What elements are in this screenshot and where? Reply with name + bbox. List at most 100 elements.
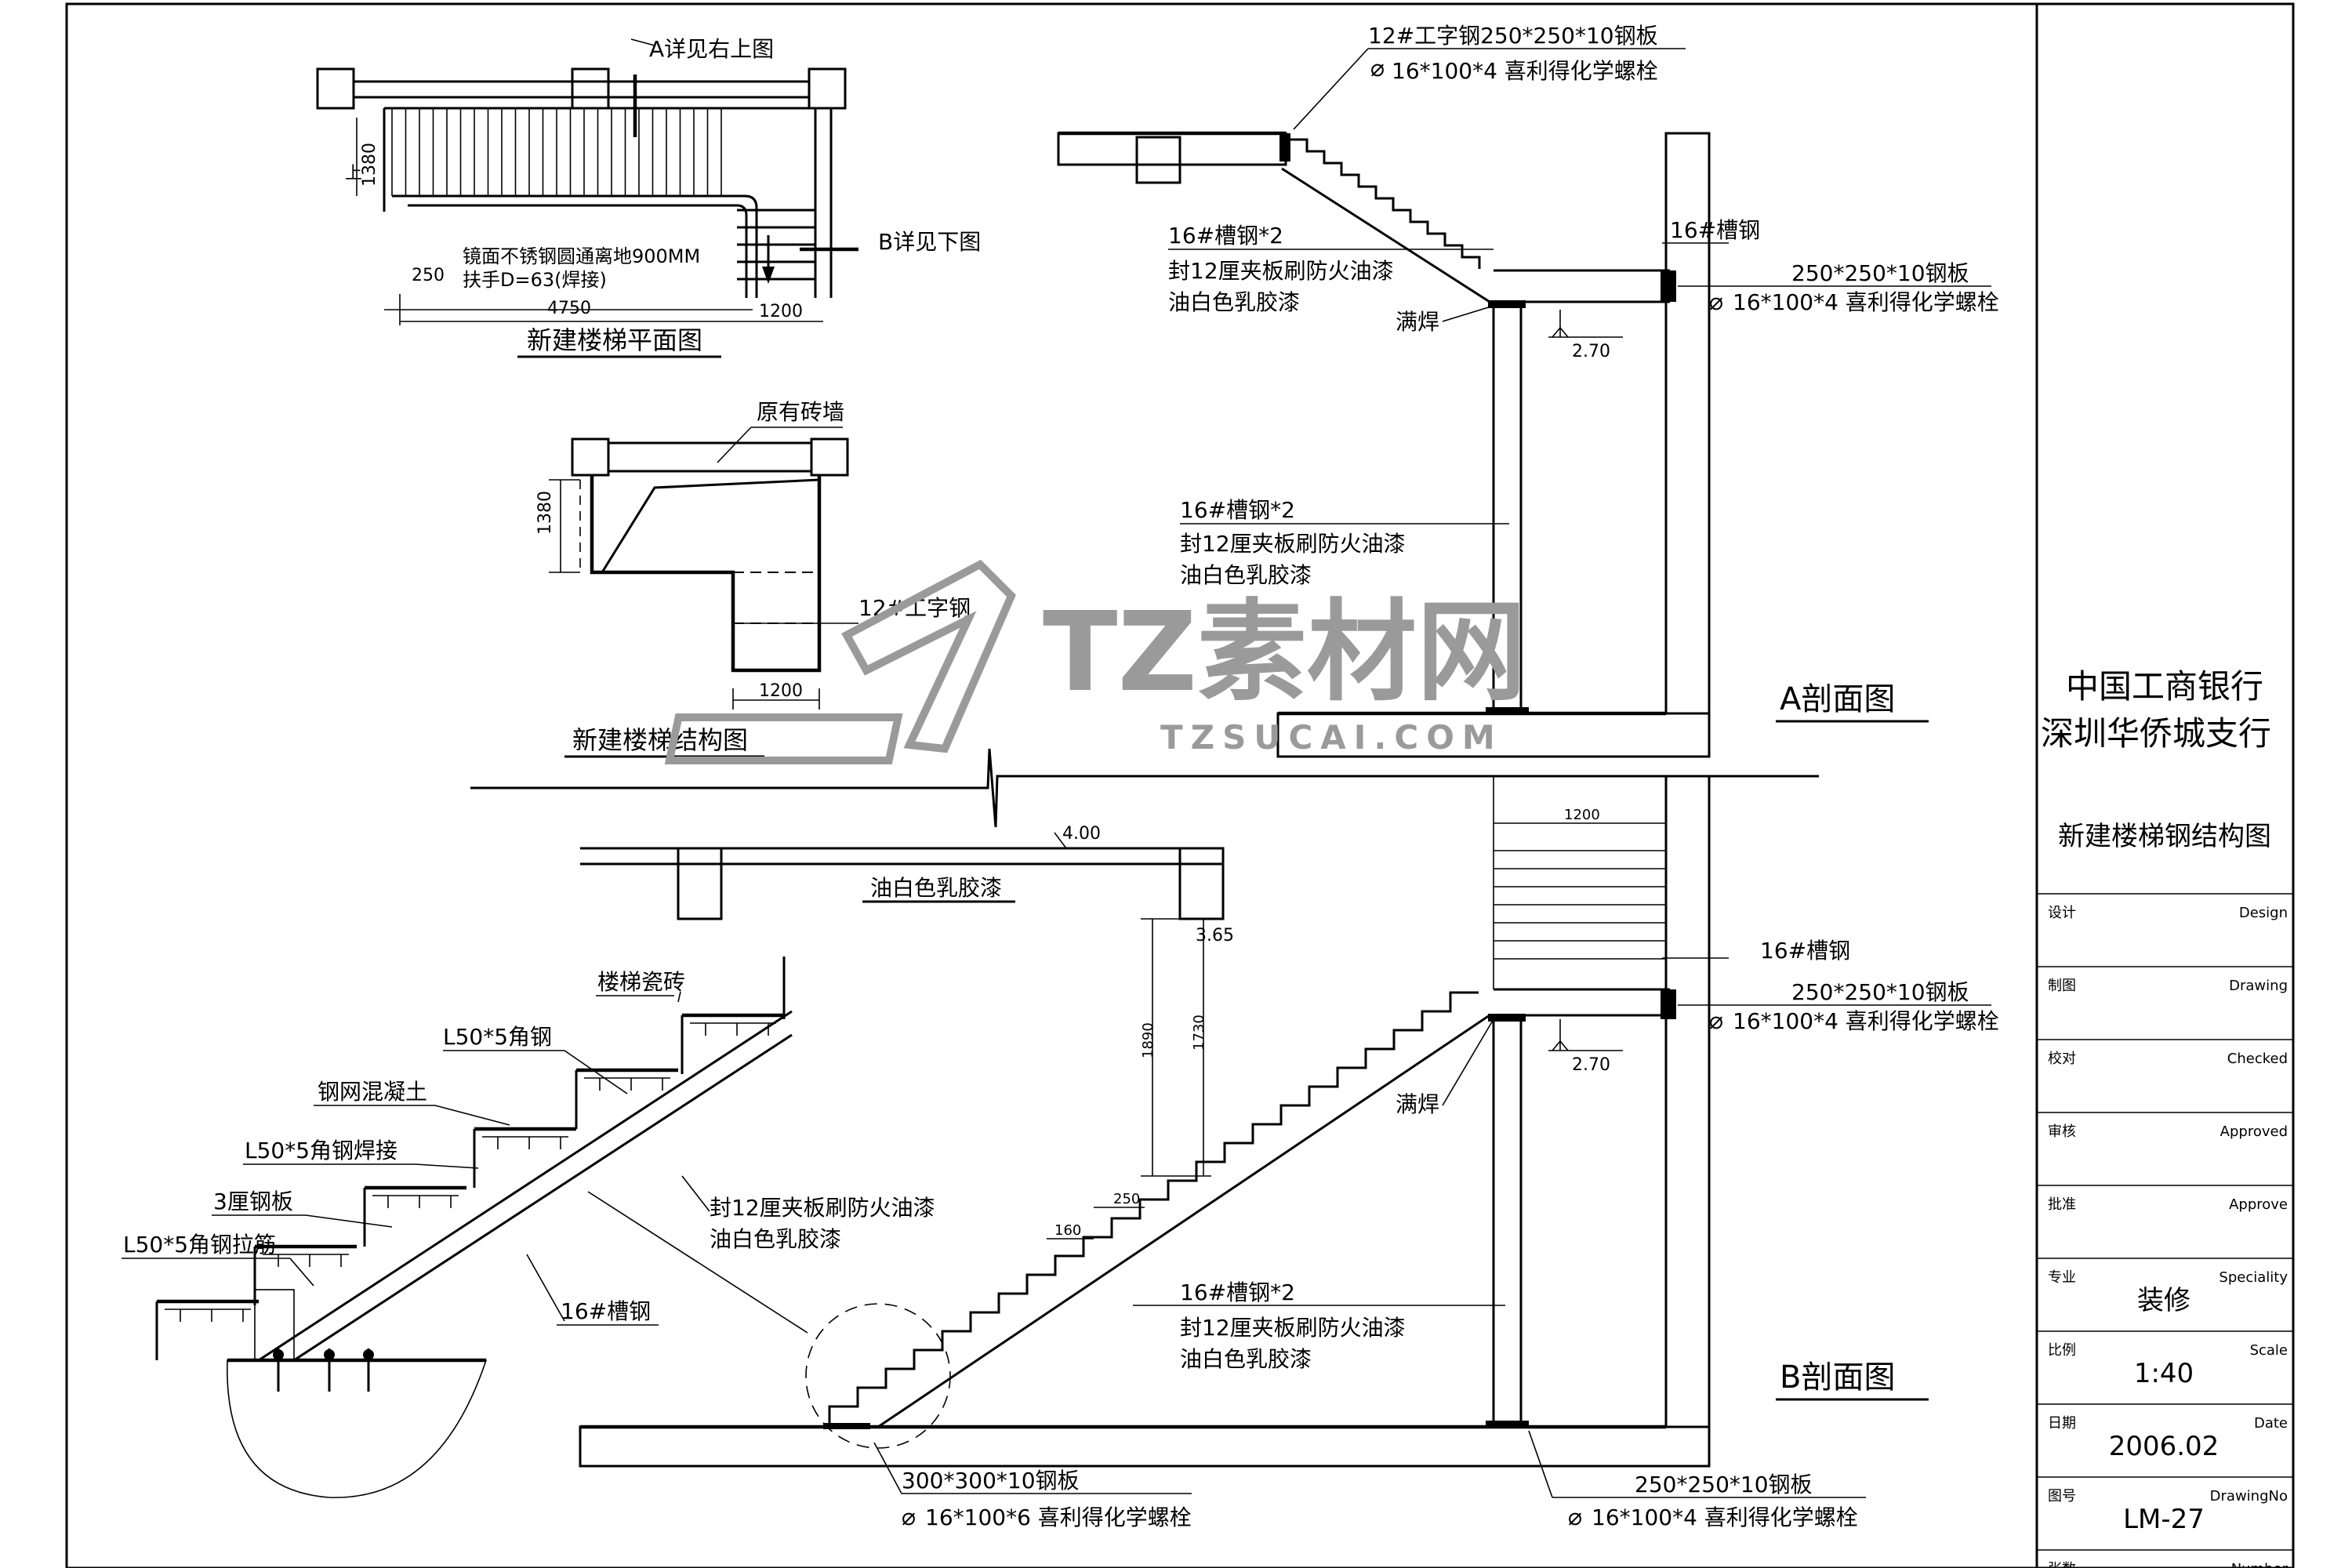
b-bottom-bolt: 16*100*6 喜利得化学螺栓 bbox=[925, 1504, 1192, 1530]
detail-angle-tie: L50*5角钢拉筋 bbox=[123, 1232, 276, 1258]
title-row-cn-8: 图号 bbox=[2048, 1488, 2076, 1504]
title-row-cn-2: 校对 bbox=[2048, 1051, 2076, 1067]
title-row-value-5: 装修 bbox=[2137, 1285, 2190, 1316]
a-bolt-diameter: ⌀ bbox=[1709, 289, 1723, 316]
structure-title: 新建楼梯结构图 bbox=[572, 725, 748, 755]
b-elev-top: 4.00 bbox=[1062, 824, 1101, 844]
step-detail-view: 楼梯瓷砖 L50*5角钢 钢网混凝土 L50*5角钢焊接 3厘钢板 L50*5角… bbox=[122, 956, 935, 1498]
a-top-line2: 16*100*4 喜利得化学螺栓 bbox=[1392, 58, 1658, 84]
title-row-cn-5: 专业 bbox=[2048, 1269, 2076, 1286]
b-dim-1200: 1200 bbox=[1564, 807, 1600, 823]
b-dim-160: 160 bbox=[1054, 1222, 1081, 1239]
b-bottom-plate: 300*300*10钢板 bbox=[902, 1468, 1080, 1494]
a-bolt: 16*100*4 喜利得化学螺栓 bbox=[1733, 289, 1999, 315]
b-bottom-r-diameter: ⌀ bbox=[1568, 1504, 1582, 1531]
title-row-en-0: Design bbox=[2239, 905, 2288, 921]
b-bottom-bolt-r: 16*100*4 喜利得化学螺栓 bbox=[1592, 1504, 1858, 1530]
detail-angle1: L50*5角钢 bbox=[443, 1024, 552, 1050]
title-row-cn-7: 日期 bbox=[2048, 1415, 2076, 1432]
plan-dim-1200: 1200 bbox=[759, 302, 803, 321]
a-weld: 满焊 bbox=[1396, 309, 1439, 335]
title-row-en-8: DrawingNo bbox=[2210, 1488, 2288, 1504]
detail-plate3: 3厘钢板 bbox=[213, 1189, 293, 1214]
b-bottom-plate-r: 250*250*10钢板 bbox=[1635, 1472, 1813, 1497]
b-elev: 2.70 bbox=[1572, 1055, 1610, 1075]
handrail-note-1: 镜面不锈钢圆通离地900MM bbox=[463, 245, 700, 267]
b-mid-cover1: 封12厘夹板刷防火油漆 bbox=[1180, 1315, 1406, 1341]
title-row-cn-9: 张数 bbox=[2048, 1561, 2076, 1568]
title-row-en-4: Approve bbox=[2229, 1196, 2288, 1213]
title-row-en-2: Checked bbox=[2227, 1051, 2288, 1067]
b-bottom-diameter: ⌀ bbox=[902, 1504, 916, 1531]
detail-channel: 16#槽钢 bbox=[561, 1298, 651, 1324]
b-mid-channel: 16#槽钢*2 bbox=[1180, 1279, 1295, 1305]
a-elev: 2.70 bbox=[1572, 342, 1610, 361]
plan-title: 新建楼梯平面图 bbox=[527, 325, 702, 355]
title-row-value-8: LM-27 bbox=[2123, 1504, 2205, 1535]
a-diameter-mark: ⌀ bbox=[1370, 55, 1385, 82]
a-cover-line2: 油白色乳胶漆 bbox=[1168, 289, 1300, 315]
break-line bbox=[470, 748, 1819, 828]
a-col-cover1: 封12厘夹板刷防火油漆 bbox=[1180, 531, 1406, 557]
plan-mark-up: 上 bbox=[345, 164, 362, 183]
title-row-cn-3: 审核 bbox=[2048, 1123, 2076, 1140]
plan-note-b: B详见下图 bbox=[878, 229, 981, 255]
stair-plan-view: A详见右上图 B详见下图 镜面不锈钢圆通离地900MM 扶手D=63(焊接) 4… bbox=[316, 36, 981, 358]
a-col-cover2: 油白色乳胶漆 bbox=[1180, 562, 1312, 588]
title-row-en-1: Drawing bbox=[2229, 978, 2288, 994]
detail-angle-weld: L50*5角钢焊接 bbox=[245, 1138, 397, 1163]
b-mid-cover2: 油白色乳胶漆 bbox=[1180, 1346, 1312, 1372]
b-dim-1730: 1730 bbox=[1191, 1014, 1207, 1051]
structure-dim-1380: 1380 bbox=[535, 491, 555, 535]
detail-cover1: 封12厘夹板刷防火油漆 bbox=[710, 1195, 935, 1221]
b-dim-1890: 1890 bbox=[1140, 1022, 1156, 1058]
company-line-2: 深圳华侨城支行 bbox=[2041, 714, 2271, 753]
a-plate: 250*250*10钢板 bbox=[1791, 260, 1969, 286]
a-top-line1: 12#工字钢250*250*10钢板 bbox=[1368, 23, 1658, 49]
plan-dim-250: 250 bbox=[412, 266, 445, 285]
b-plate: 250*250*10钢板 bbox=[1791, 979, 1969, 1005]
title-block: 中国工商银行 深圳华侨城支行 新建楼梯钢结构图 设计 Design 制图 Drawin… bbox=[2037, 667, 2293, 1568]
title-row-en-6: Scale bbox=[2250, 1342, 2288, 1359]
title-row-en-9: Number bbox=[2231, 1561, 2288, 1568]
watermark-brand: TZ素材网 bbox=[1043, 589, 1526, 717]
sheet-border bbox=[65, 2, 2295, 1568]
section-b-view: 4.00 油白色乳胶漆 3.65 1200 1890 1730 250 160 bbox=[579, 775, 1999, 1531]
structure-dim-1200: 1200 bbox=[759, 681, 803, 701]
structure-wall-label: 原有砖墙 bbox=[757, 399, 844, 425]
title-row-cn-4: 批准 bbox=[2048, 1196, 2076, 1213]
b-elev-365: 3.65 bbox=[1196, 926, 1234, 946]
b-bolt-diameter: ⌀ bbox=[1709, 1007, 1723, 1035]
title-row-value-7: 2006.02 bbox=[2109, 1431, 2220, 1462]
b-weld: 满焊 bbox=[1396, 1091, 1439, 1117]
section-a-title: A剖面图 bbox=[1780, 681, 1895, 717]
plan-note-a: A详见右上图 bbox=[649, 36, 774, 62]
title-row-cn-1: 制图 bbox=[2048, 978, 2076, 994]
a-channel-left: 16#槽钢*2 bbox=[1168, 223, 1283, 249]
title-row-en-7: Date bbox=[2254, 1415, 2288, 1432]
watermark: TZ素材网 TZSUCAI.COM bbox=[664, 559, 1526, 764]
a-channel-right: 16#槽钢 bbox=[1670, 217, 1760, 243]
plan-dim-1380: 1380 bbox=[360, 143, 379, 187]
b-channel-right: 16#槽钢 bbox=[1760, 938, 1850, 964]
a-cover-line1: 封12厘夹板刷防火油漆 bbox=[1168, 258, 1394, 284]
watermark-url: TZSUCAI.COM bbox=[1160, 718, 1503, 757]
title-row-en-5: Speciality bbox=[2219, 1269, 2288, 1286]
detail-callout-circle bbox=[805, 1303, 951, 1449]
section-a-view: 12#工字钢250*250*10钢板 16*100*4 喜利得化学螺栓 ⌀ 16… bbox=[1057, 23, 1999, 758]
handrail-note-2: 扶手D=63(焊接) bbox=[463, 269, 607, 291]
detail-tile: 楼梯瓷砖 bbox=[597, 969, 685, 995]
b-bolt: 16*100*4 喜利得化学螺栓 bbox=[1733, 1008, 1999, 1034]
title-row-cn-0: 设计 bbox=[2048, 905, 2076, 921]
drawing-title: 新建楼梯钢结构图 bbox=[2058, 821, 2271, 852]
section-b-title: B剖面图 bbox=[1780, 1359, 1895, 1396]
b-dim-250: 250 bbox=[1113, 1191, 1140, 1207]
title-row-en-3: Approved bbox=[2220, 1123, 2288, 1140]
title-row-value-6: 1:40 bbox=[2134, 1358, 2194, 1389]
title-row-cn-6: 比例 bbox=[2048, 1342, 2076, 1359]
company-line-1: 中国工商银行 bbox=[2066, 667, 2263, 706]
a-col-channel: 16#槽钢*2 bbox=[1180, 497, 1295, 523]
plan-dim-4750: 4750 bbox=[547, 299, 591, 318]
detail-cover2: 油白色乳胶漆 bbox=[710, 1226, 841, 1252]
